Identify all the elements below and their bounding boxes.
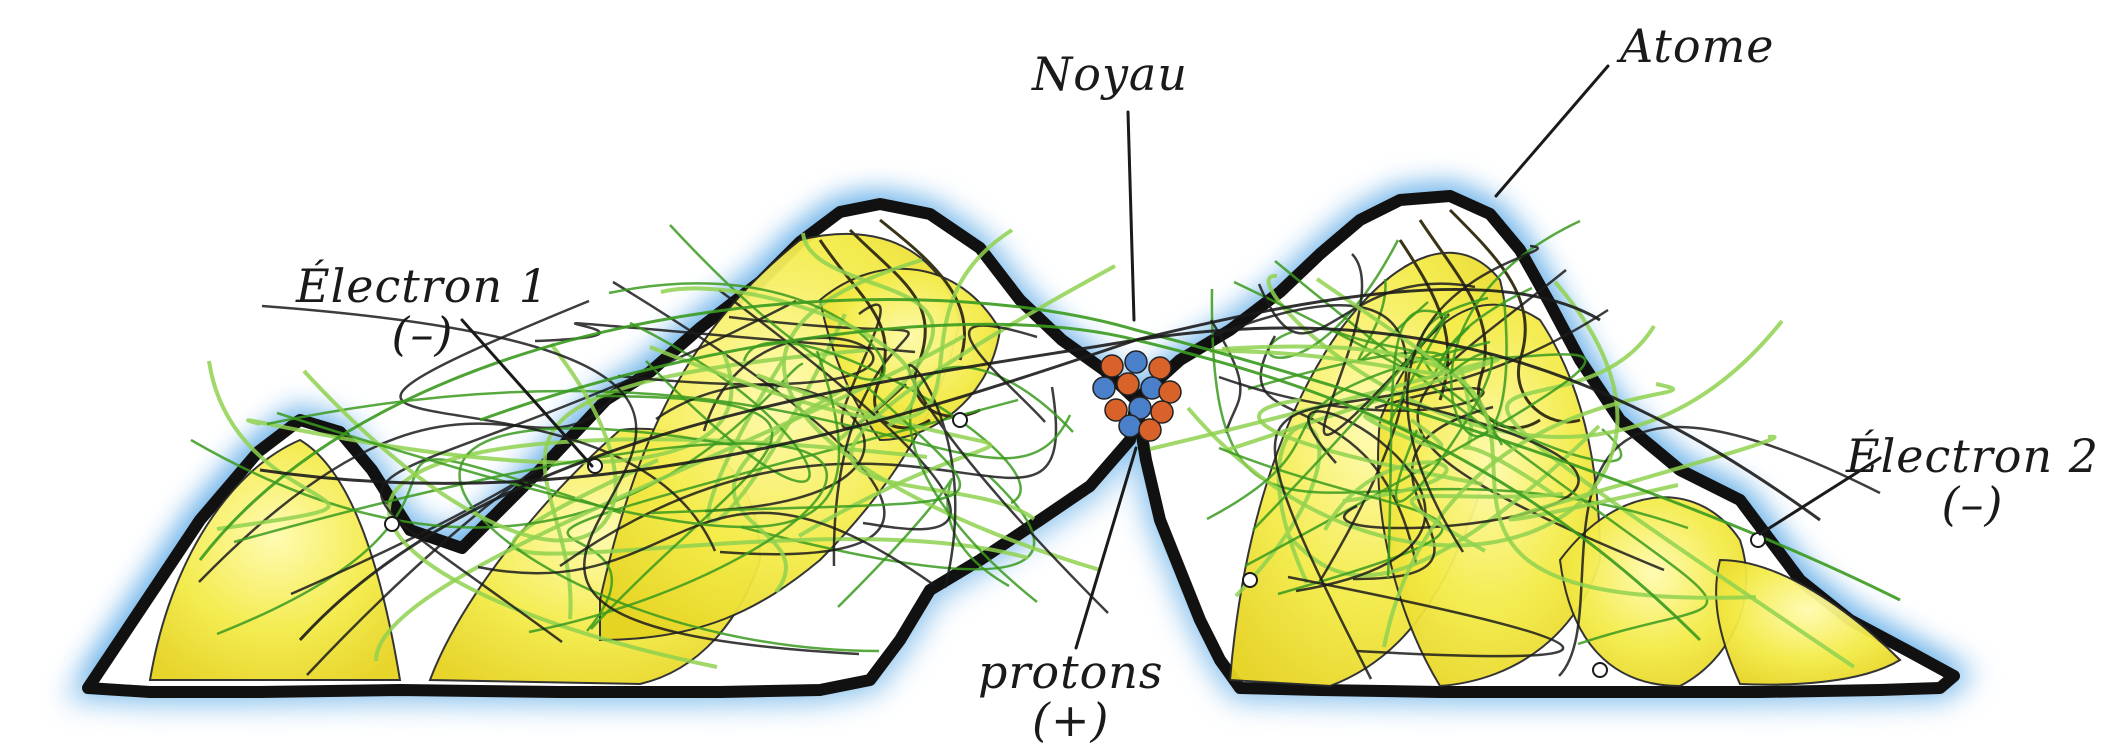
label-electron1: Électron 1 (–)	[296, 262, 549, 359]
proton-3	[1149, 357, 1171, 379]
proton-12	[1139, 419, 1161, 441]
label-electron2: Électron 2 (–)	[1846, 432, 2099, 529]
neutron-2	[1125, 351, 1147, 373]
leader-atome	[1496, 66, 1608, 196]
electron-dot-3	[1751, 533, 1765, 547]
label-protons: protons (+)	[978, 648, 1164, 745]
electron-dot-6	[953, 413, 967, 427]
neutron-11	[1119, 415, 1141, 437]
electron2-name: Électron 2	[1846, 432, 2099, 480]
noyau-text: Noyau	[1032, 50, 1188, 98]
neutron-4	[1093, 377, 1115, 399]
proton-1	[1101, 355, 1123, 377]
label-noyau: Noyau	[1032, 50, 1188, 98]
protons-name: protons	[978, 648, 1164, 696]
electron1-name: Électron 1	[296, 262, 549, 310]
electron-dot-2	[385, 517, 399, 531]
label-atome: Atome	[1620, 22, 1774, 70]
electron1-charge: (–)	[296, 310, 549, 358]
atome-text: Atome	[1620, 22, 1774, 70]
protons-charge: (+)	[978, 696, 1164, 744]
proton-5	[1117, 373, 1139, 395]
electron-dot-5	[1243, 573, 1257, 587]
electron2-charge: (–)	[1846, 480, 2099, 528]
leader-noyau	[1128, 112, 1134, 320]
electron-dot-4	[1593, 663, 1607, 677]
proton-7	[1159, 381, 1181, 403]
